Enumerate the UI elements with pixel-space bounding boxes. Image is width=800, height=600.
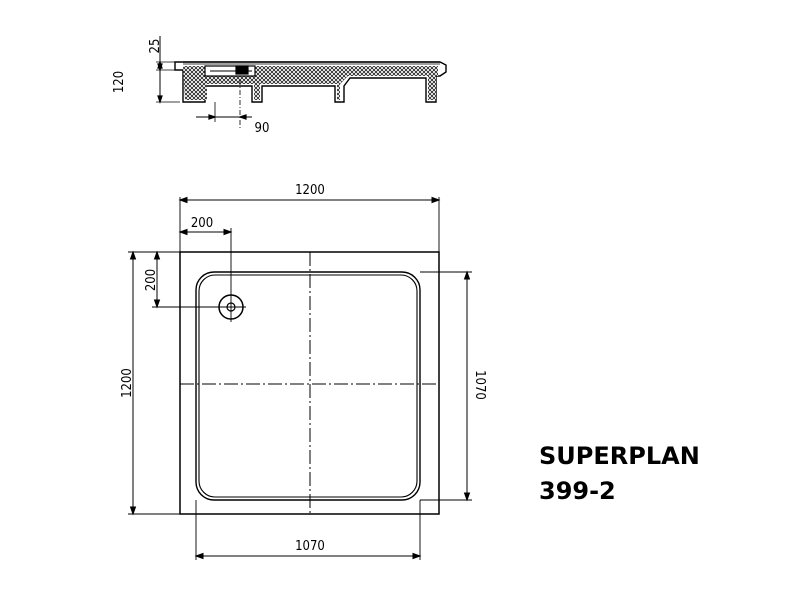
tray-basin-outer	[195, 271, 421, 501]
dim-outer-height-label: 1200	[120, 368, 135, 398]
product-code: 399-2	[539, 477, 616, 505]
dim-inner-width-label: 1070	[295, 539, 325, 554]
product-name: SUPERPLAN	[539, 442, 700, 470]
tray-basin-inner	[198, 274, 418, 498]
section-profile	[174, 61, 447, 103]
plan-view	[128, 196, 472, 560]
dim-25-label: 25	[148, 39, 163, 54]
dim-120-label: 120	[112, 71, 127, 93]
section-view	[156, 36, 447, 128]
dim-90-label: 90	[255, 121, 270, 136]
dim-drain-y-label: 200	[144, 269, 159, 291]
dim-drain-x-label: 200	[191, 216, 213, 231]
dim-inner-height-label: 1070	[472, 370, 487, 400]
dim-outer-width-label: 1200	[295, 183, 325, 198]
